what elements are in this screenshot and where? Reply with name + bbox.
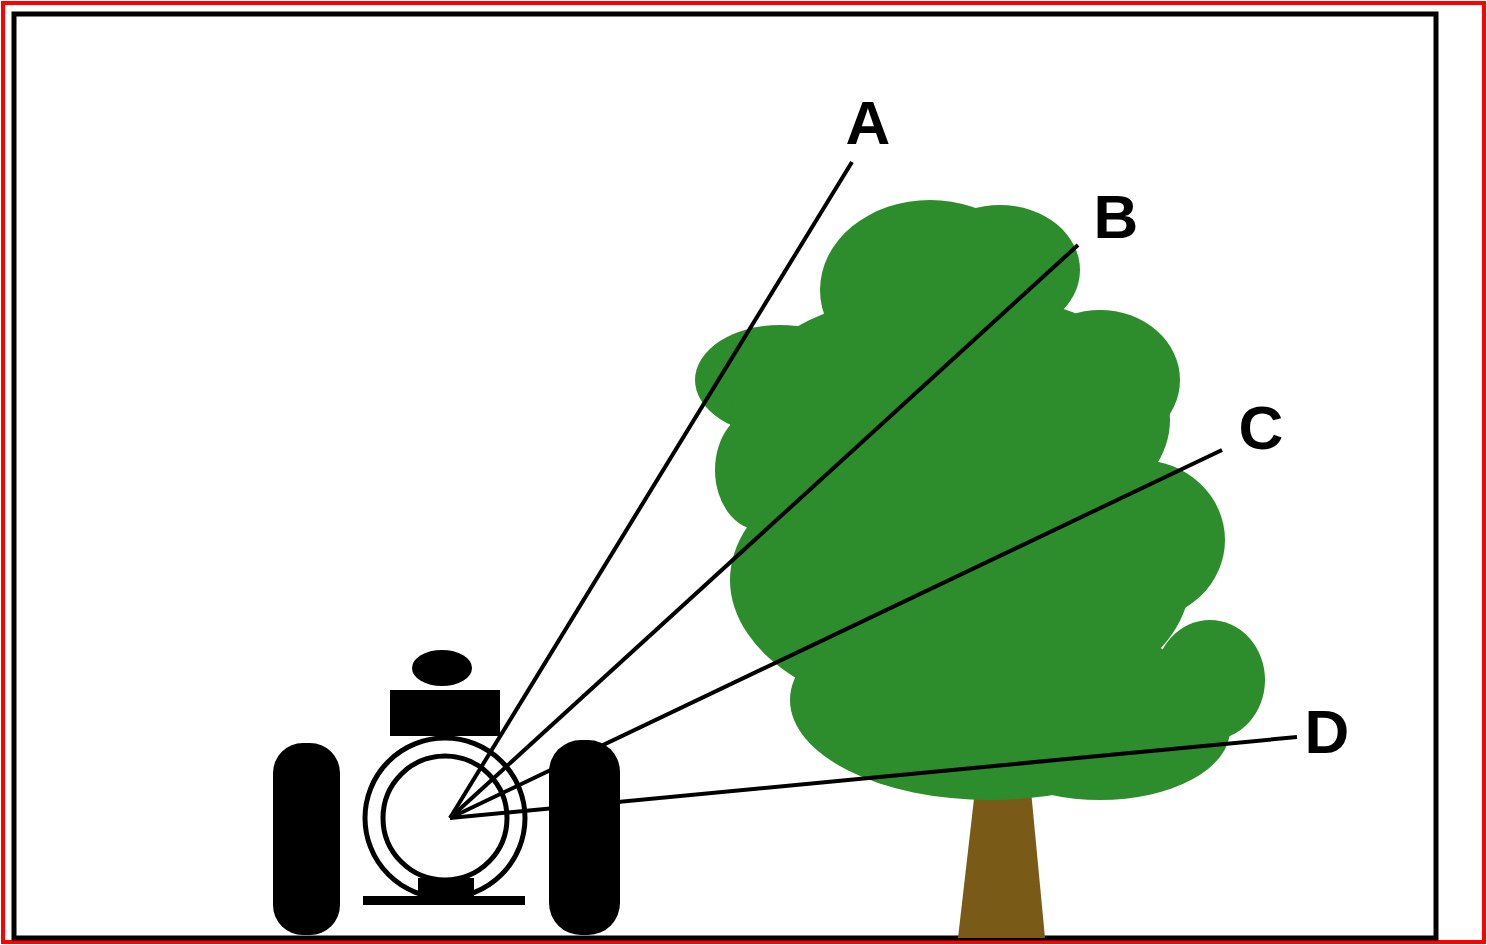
tree [695,200,1265,938]
tractor [273,650,620,935]
left-wheel [273,743,340,935]
line-label: D [1305,701,1350,763]
seat [390,690,500,736]
line-label: C [1239,397,1284,459]
right-wheel [549,740,620,935]
tree-trunk [958,780,1045,938]
line-label: A [846,92,891,154]
sight-lines [450,162,1297,818]
wheel-rim [365,738,525,898]
inner-frame [14,14,1436,938]
steering-wheel [383,756,507,880]
tree-canopy [695,200,1265,800]
axle [363,896,525,905]
driver-head [412,650,472,686]
outer-frame [3,3,1484,942]
line-label: B [1094,186,1139,248]
